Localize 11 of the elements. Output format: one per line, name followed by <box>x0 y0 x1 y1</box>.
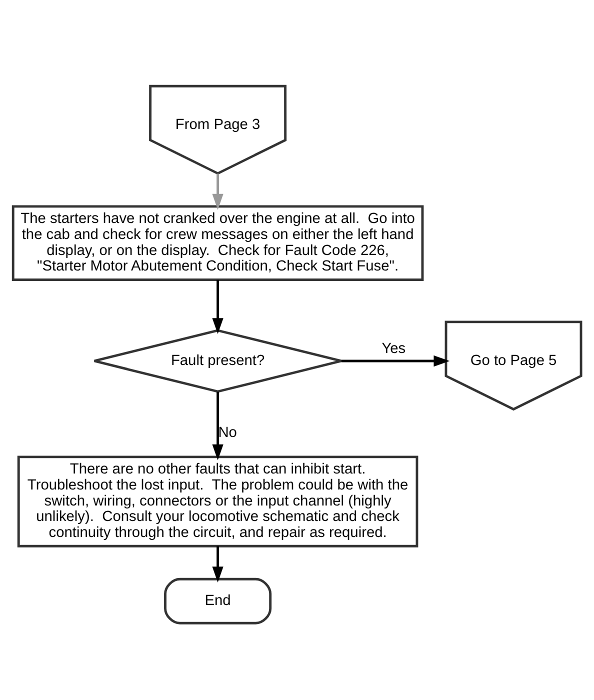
edge-label: Yes <box>382 341 406 358</box>
node-box: There are no other faults that can inhibit start. Troubleshoot the lost input. The problem could be with the switch, wiring, connectors or the input channel (highly unlikely). Consult your locomotive schematic and check continuity through the circuit, and repair as required. <box>17 456 418 548</box>
edge-label: No <box>218 424 237 441</box>
arrow <box>342 355 450 367</box>
arrow <box>212 546 224 582</box>
node-diamond: Fault present? <box>93 329 342 393</box>
arrow <box>212 174 224 210</box>
arrow <box>212 280 224 334</box>
node-box: The starters have not cranked over the engine at all. Go into the cab and check for crew messages on either the left hand display, or on the display. Check for Fault Code 226, "Starter Motor Abutement Condition, Check Start Fuse". <box>12 205 424 281</box>
arrow <box>212 392 224 460</box>
node-box: End <box>164 578 272 624</box>
